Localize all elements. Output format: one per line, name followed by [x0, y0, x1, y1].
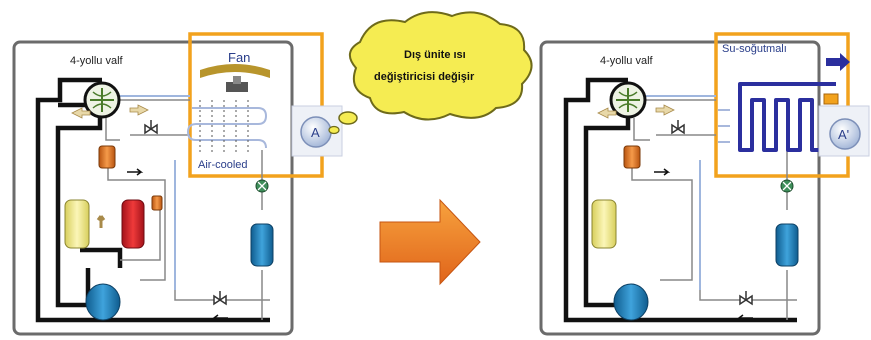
right-thin-pipes — [631, 99, 797, 320]
left-unit: 4-yollu valf Fan Air-cooled A — [12, 32, 343, 336]
yellow-accumulator-tank — [591, 199, 617, 249]
left-valve-label: 4-yollu valf — [70, 55, 124, 67]
left-exchanger-box — [188, 32, 324, 178]
right-unit: 4-yollu valf Su-soğutmalı A' — [539, 32, 870, 336]
expansion-valve-icon — [213, 291, 227, 306]
fan-icon — [200, 64, 270, 92]
orange-receiver-tank — [98, 145, 116, 169]
expansion-valve-icon — [144, 120, 158, 135]
red-compressor-tank — [121, 199, 145, 249]
water-cooled-coil — [738, 82, 836, 152]
callout-line-2: değiştiricisi değişir — [374, 71, 475, 83]
blue-oil-tank — [613, 283, 649, 321]
flow-arrow-icon — [127, 168, 144, 176]
water-cooled-label: Su-soğutmalı — [722, 43, 787, 55]
four-way-valve-icon — [83, 81, 121, 119]
water-out-marker — [823, 93, 839, 105]
fan-label: Fan — [228, 50, 250, 65]
right-exchanger-box — [714, 32, 850, 178]
flow-arrow-icon — [654, 168, 671, 176]
callout-cloud: Dış ünite ısı değiştiricisi değişir — [328, 11, 533, 135]
expansion-valve-icon — [739, 291, 753, 306]
blue-oil-tank — [85, 283, 121, 321]
right-valve-label: 4-yollu valf — [600, 55, 654, 67]
flow-arrow-icon — [71, 107, 91, 119]
air-cooled-coil — [186, 100, 268, 155]
indoor-unit-circle — [829, 118, 861, 150]
transition-arrow-icon — [379, 198, 481, 286]
air-cooled-label: Air-cooled — [198, 159, 248, 171]
right-circle-label: A' — [838, 127, 849, 142]
small-orange-filter — [151, 195, 163, 211]
left-circle-label: A — [311, 125, 320, 140]
solenoid-valve-icon — [780, 179, 794, 193]
expansion-valve-icon — [671, 120, 685, 135]
flow-arrow-icon — [655, 104, 675, 116]
blue-liquid-tank — [775, 223, 799, 267]
flow-arrow-icon — [736, 314, 753, 322]
blue-liquid-tank — [250, 223, 274, 267]
yellow-accumulator-tank — [64, 199, 90, 249]
flow-arrow-icon — [597, 107, 617, 119]
flow-arrow-icon — [211, 314, 228, 322]
callout-line-1: Dış ünite ısı — [404, 49, 466, 61]
left-thin-pipes — [105, 99, 270, 320]
flow-arrow-icon — [96, 215, 106, 228]
flow-arrow-icon — [129, 104, 149, 116]
right-main-pipes — [563, 77, 797, 323]
water-in-arrow-icon — [826, 53, 850, 71]
left-unit-frame — [12, 40, 294, 336]
right-unit-frame — [539, 40, 821, 336]
orange-receiver-tank — [623, 145, 641, 169]
solenoid-valve-icon — [255, 179, 269, 193]
four-way-valve-icon — [609, 81, 647, 119]
